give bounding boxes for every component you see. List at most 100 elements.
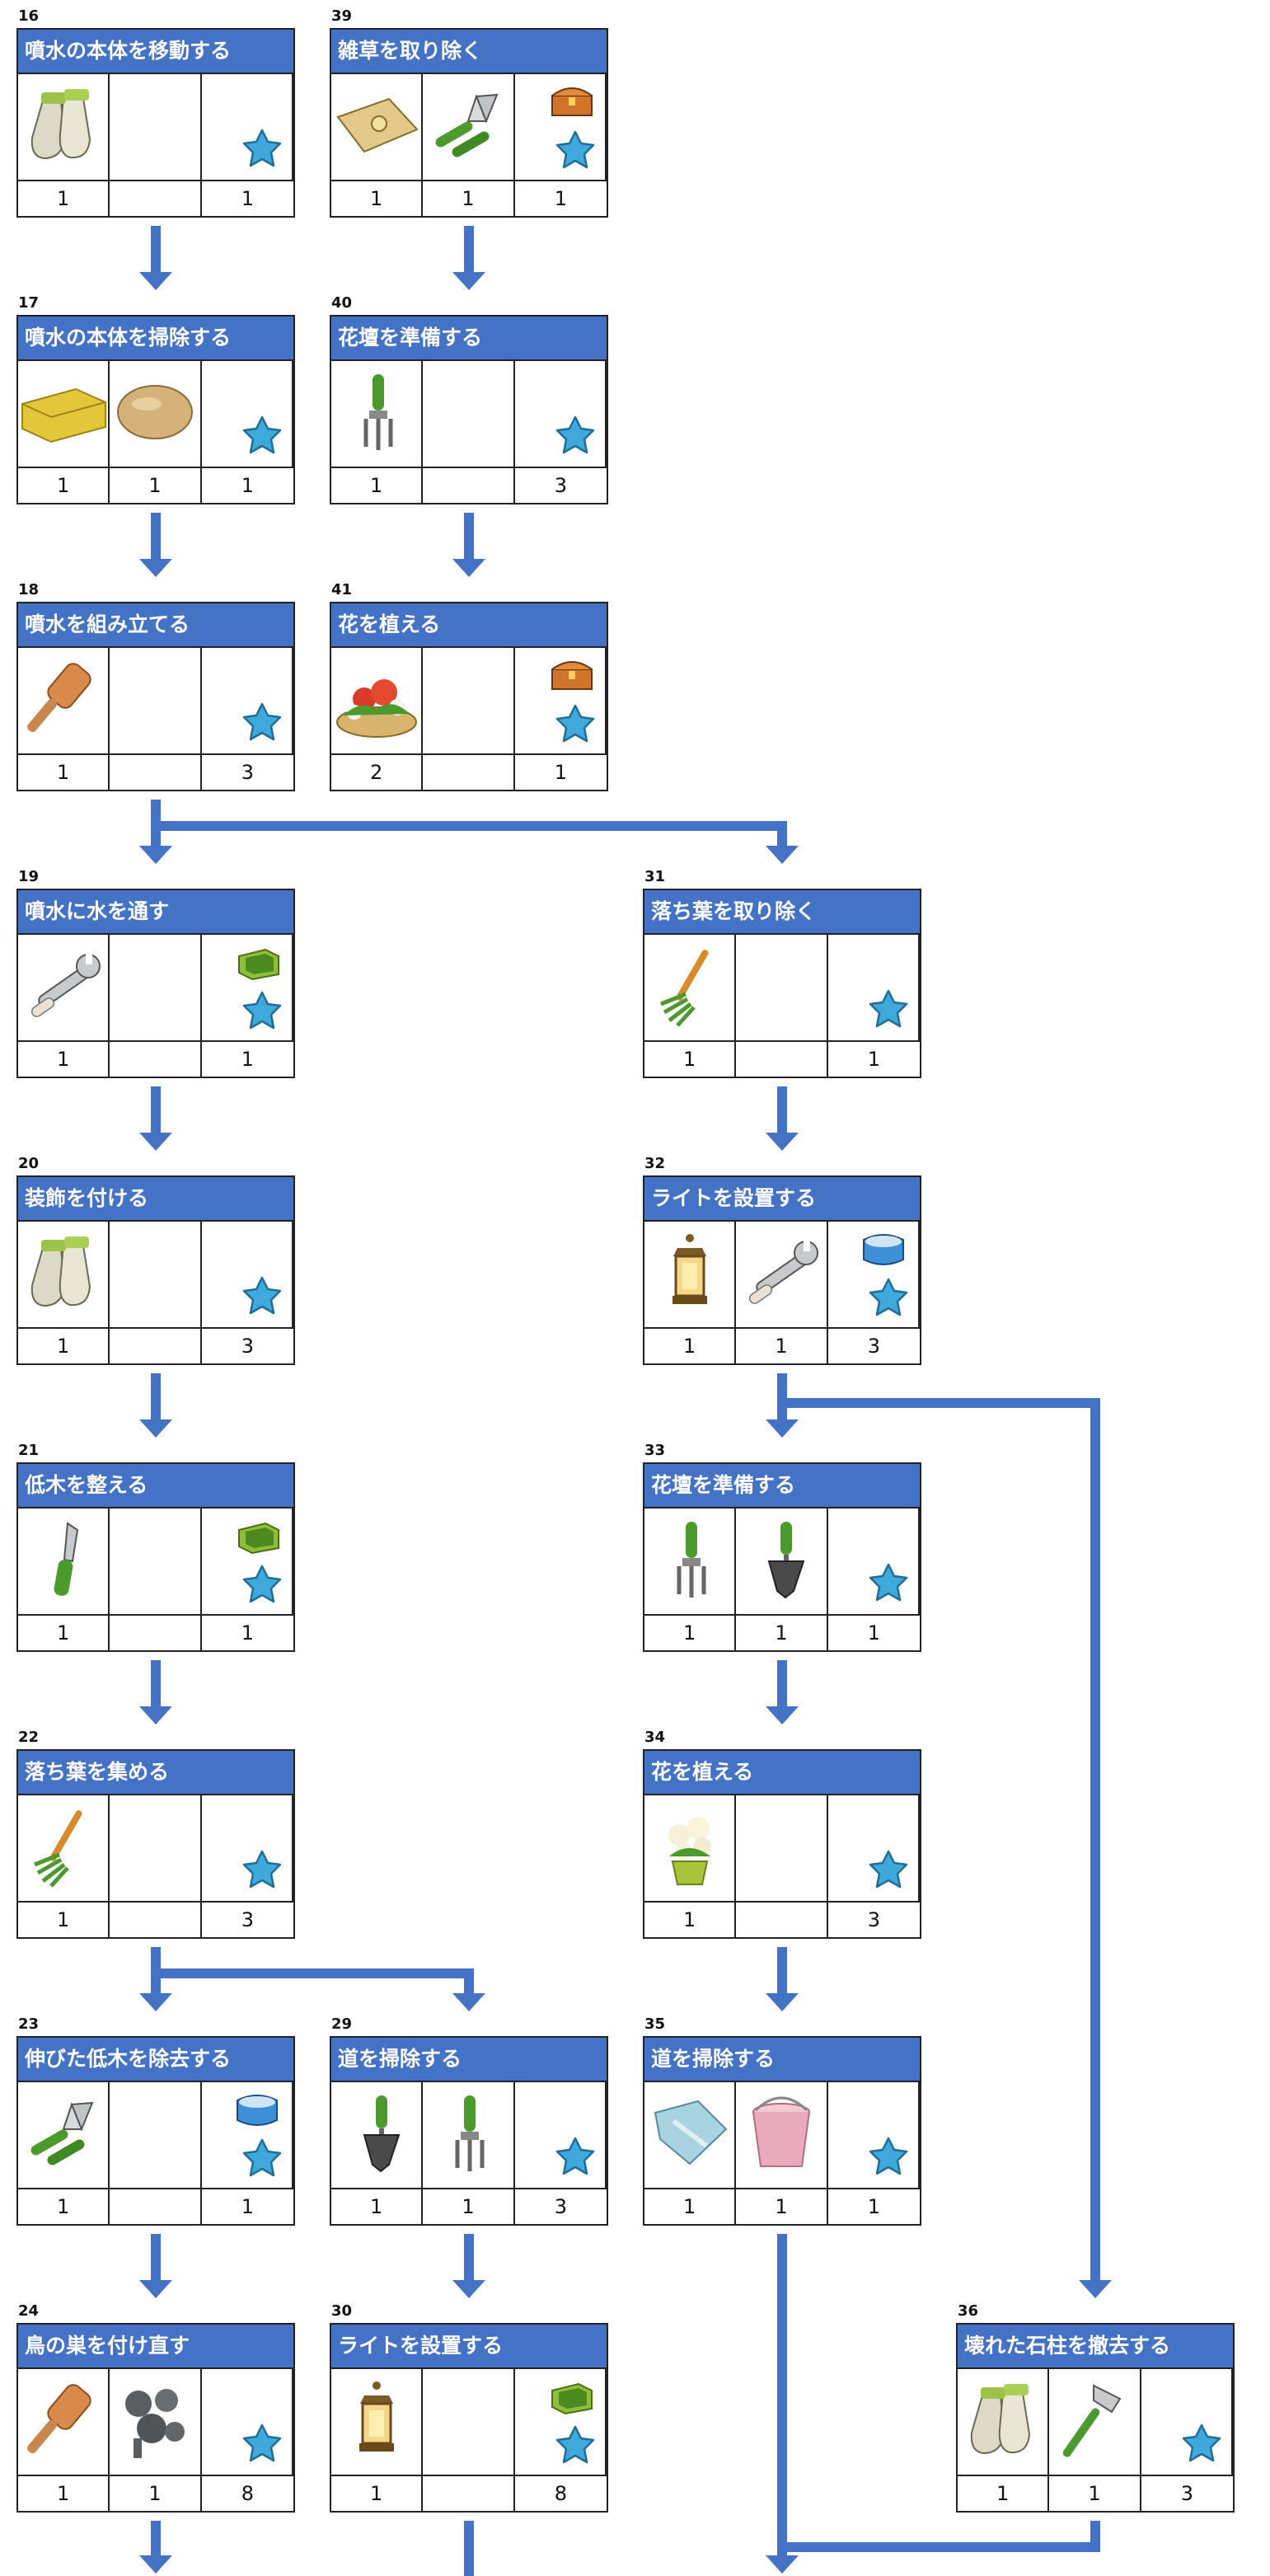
star-icon [867, 988, 910, 1034]
item-quantity: 1 [644, 1614, 737, 1650]
item-cell [423, 2082, 515, 2188]
task-number: 29 [331, 2015, 353, 2033]
star-icon [241, 2137, 284, 2183]
item-cell [736, 935, 828, 1040]
task-number: 22 [18, 1729, 40, 1746]
rake-icon [653, 945, 727, 1030]
item-cell [110, 648, 202, 753]
arrow-head [766, 2555, 799, 2574]
green-box-icon [236, 1518, 282, 1558]
arrow-head [139, 1419, 172, 1438]
seed-bag-icon [331, 92, 422, 162]
item-cell [423, 2369, 515, 2475]
item-quantity: 1 [644, 1040, 737, 1077]
item-cell [18, 2082, 110, 2188]
task-number: 30 [331, 2302, 353, 2320]
item-quantity: 1 [201, 1040, 293, 1077]
hand-fork-icon [661, 1518, 719, 1604]
axe-icon [1057, 2379, 1132, 2465]
task-number: 16 [18, 7, 40, 25]
item-quantity: 1 [18, 1327, 110, 1363]
item-quantity: 3 [827, 1327, 920, 1363]
item-quantity [423, 753, 515, 790]
star-icon [867, 2135, 910, 2181]
item-quantity: 1 [201, 180, 293, 216]
reward-cell [202, 361, 293, 467]
reward-cell [202, 2082, 293, 2188]
star-icon [867, 1848, 910, 1894]
hand-fork-icon [439, 2092, 497, 2178]
star-icon [554, 702, 597, 748]
item-quantity: 3 [514, 2188, 607, 2224]
task-title: 噴水を組み立てる [16, 602, 295, 648]
item-quantity: 3 [827, 1901, 920, 1937]
task-title: 落ち葉を取り除く [643, 889, 921, 935]
item-cell [18, 648, 110, 753]
task-number: 32 [644, 1155, 666, 1172]
item-quantity: 1 [644, 2188, 737, 2224]
item-quantity: 1 [331, 2188, 424, 2224]
task-title: 花壇を準備する [330, 315, 608, 361]
item-quantity: 1 [514, 753, 607, 790]
star-icon [554, 129, 597, 175]
task-title: 鳥の巣を付け直す [16, 2323, 295, 2369]
item-cell [18, 1509, 110, 1614]
green-box-icon [549, 2379, 595, 2419]
item-cell [18, 2369, 110, 2475]
task-number: 21 [18, 1442, 40, 1459]
item-cell [110, 2369, 202, 2475]
item-quantity: 1 [827, 1040, 920, 1077]
pruning-shears-icon [427, 88, 509, 166]
wrench-icon [740, 1232, 822, 1317]
reward-cell [828, 1795, 920, 1901]
item-cell [423, 361, 515, 467]
reward-cell [515, 361, 607, 467]
item-quantity [736, 1901, 828, 1937]
item-quantity: 1 [110, 2475, 202, 2511]
item-quantity: 1 [331, 180, 424, 216]
item-quantity [110, 2188, 202, 2224]
star-icon [241, 989, 284, 1035]
reward-cell [515, 74, 607, 180]
arrow-head [139, 2555, 172, 2574]
item-quantity: 1 [958, 2475, 1050, 2511]
reward-cell [202, 935, 293, 1040]
task-number: 36 [958, 2302, 979, 2320]
arrow-head [766, 1993, 799, 2011]
arrow-head [452, 272, 485, 290]
item-cell [110, 74, 202, 180]
item-cell [110, 361, 202, 467]
item-quantity: 1 [18, 180, 110, 216]
arrow-head [452, 2280, 485, 2298]
arrow-head [139, 2280, 172, 2298]
reward-cell [202, 74, 293, 180]
task-title: 花を植える [643, 1749, 921, 1795]
item-cell [1049, 2369, 1141, 2475]
wrench-icon [22, 945, 105, 1030]
item-quantity: 3 [201, 753, 293, 790]
star-icon [241, 701, 284, 747]
mallet-icon [22, 2379, 105, 2465]
star-icon [241, 2422, 284, 2468]
reward-cell [1141, 2369, 1233, 2475]
item-cell [331, 74, 424, 180]
item-cell [644, 1795, 737, 1901]
reward-cell [828, 1222, 920, 1327]
item-cell [423, 74, 515, 180]
item-quantity: 1 [514, 180, 607, 216]
item-cell [644, 2082, 737, 2188]
task-number: 39 [331, 7, 353, 25]
item-quantity [110, 1327, 202, 1363]
item-quantity [110, 1040, 202, 1077]
task-title: ライトを設置する [643, 1175, 921, 1222]
task-number: 41 [331, 581, 353, 598]
item-quantity: 1 [827, 1614, 920, 1650]
